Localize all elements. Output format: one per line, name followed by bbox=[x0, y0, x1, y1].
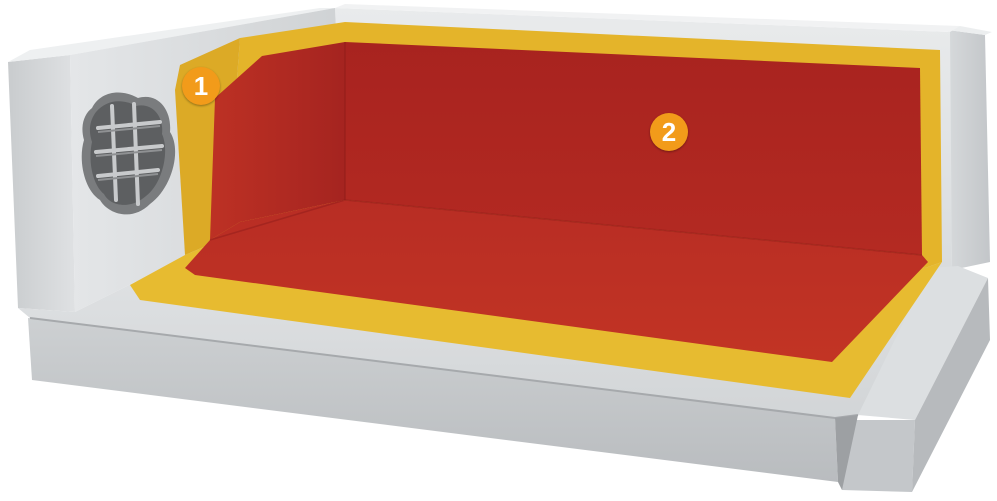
layer-marker-2: 2 bbox=[650, 113, 688, 151]
right-end-wall bbox=[948, 30, 990, 270]
layer-marker-1: 1 bbox=[182, 67, 220, 105]
left-wall-outer-face bbox=[8, 55, 75, 312]
